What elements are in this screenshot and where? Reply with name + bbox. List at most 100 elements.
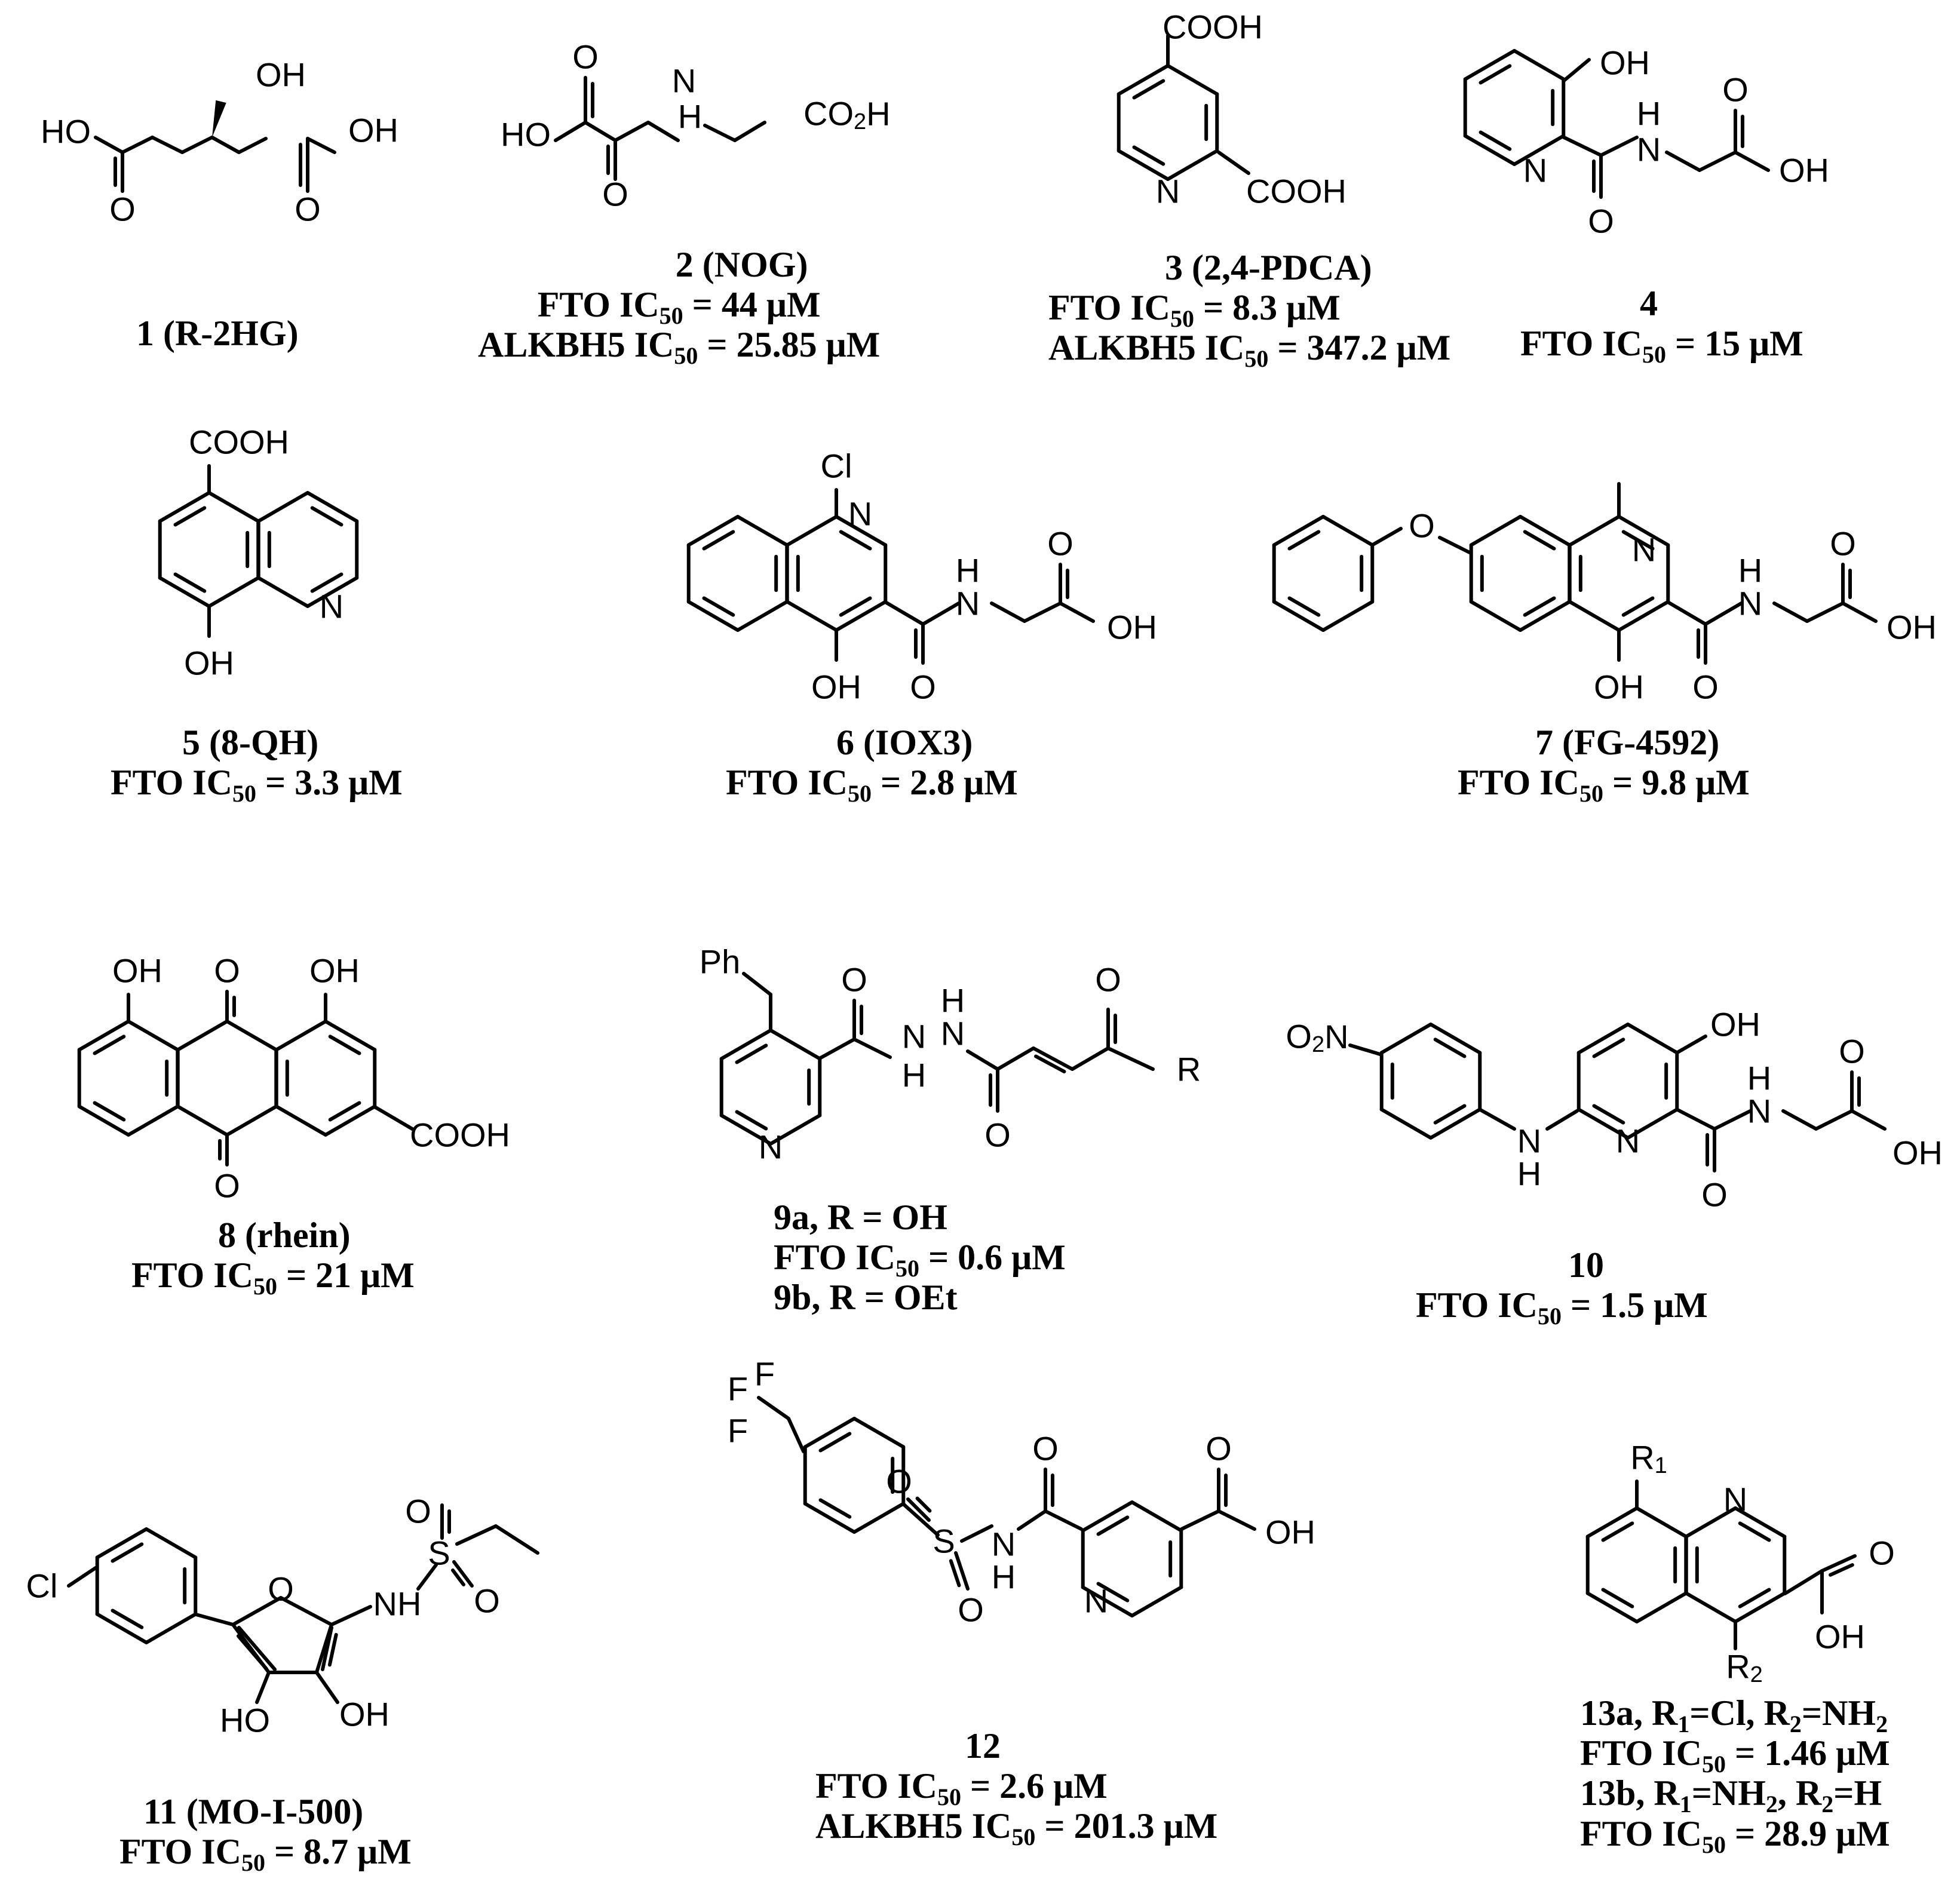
bond <box>1713 1109 1752 1131</box>
atom-label-h: H <box>1747 1060 1771 1097</box>
bond <box>1519 600 1572 632</box>
bond <box>111 1542 144 1563</box>
bond <box>735 1110 768 1131</box>
bond <box>1217 151 1250 175</box>
bond <box>93 1035 126 1055</box>
atom-label-o: O <box>214 952 240 990</box>
bond <box>1576 1023 1630 1055</box>
atom-label-o: O <box>958 1591 984 1629</box>
atom-label-oh: OH <box>1887 609 1937 646</box>
bond <box>884 600 925 626</box>
bond <box>158 491 211 523</box>
caption-compound-7: 7 (FG-4592) FTO IC50 = 9.8 μM <box>1458 723 1750 806</box>
activity-line: FTO IC50 = 3.3 μM <box>111 763 403 808</box>
atom-label-o: O <box>214 1167 240 1205</box>
atom-label-h: H <box>678 98 702 136</box>
bond <box>1562 136 1603 157</box>
bond <box>274 1104 327 1137</box>
bond <box>990 601 1026 623</box>
atom-label-o: O <box>295 191 321 228</box>
bond <box>733 121 766 142</box>
bond <box>1734 1506 1787 1539</box>
atom-label-n: N <box>1637 131 1661 168</box>
bond <box>1469 600 1522 632</box>
bond <box>1034 1054 1066 1074</box>
activity-line: FTO IC50 = 44 μM <box>537 285 821 330</box>
atom-label-o: O <box>1047 525 1073 563</box>
bond <box>719 1113 772 1146</box>
bond <box>176 1104 229 1137</box>
bond <box>703 124 737 142</box>
bond <box>1523 596 1556 617</box>
compound-name-13b: 13b, R1=NH2, R2=H <box>1580 1773 1882 1818</box>
bond <box>207 491 260 523</box>
bond <box>237 1626 277 1671</box>
bond <box>1781 1109 1818 1131</box>
compound-name: 12 <box>965 1726 1001 1766</box>
caption-compound-1: 1 (R-2HG) <box>136 314 299 354</box>
compound-name: 9a, R = OH <box>774 1198 947 1237</box>
bond <box>1585 1506 1639 1539</box>
atom-label-oh: OH <box>1600 44 1650 82</box>
bond <box>1132 145 1165 166</box>
atom-label-co2h: CO2H <box>803 95 891 135</box>
atom-label-o: O <box>109 191 136 228</box>
caption-compound-4: 4 FTO IC50 = 15 μM <box>1520 284 1803 367</box>
bond <box>785 515 838 547</box>
bond <box>207 576 260 608</box>
bond <box>1617 515 1670 547</box>
bond <box>455 1524 498 1546</box>
bond <box>736 515 789 547</box>
bond <box>327 1632 338 1667</box>
bond <box>1321 515 1375 547</box>
bond <box>1617 600 1670 632</box>
caption-compound-8: 8 (rhein) FTO IC50 = 21 μM <box>131 1215 415 1299</box>
bond <box>803 1417 856 1449</box>
compound-name: 3 (2,4-PDCA) <box>1165 248 1372 287</box>
atom-label-h: H <box>956 552 980 590</box>
bond <box>225 1104 278 1137</box>
bond <box>1272 600 1325 632</box>
atom-label-ho: HO <box>41 113 91 151</box>
bond <box>702 530 735 551</box>
compound-name: 8 (rhein) <box>218 1215 351 1255</box>
bond <box>1820 1554 1857 1573</box>
caption-compound-5: 5 (8-QH) FTO IC50 = 3.3 μM <box>111 723 403 808</box>
atom-label-o: O <box>1692 668 1719 706</box>
bond <box>785 600 838 632</box>
bond <box>1568 515 1621 547</box>
bond <box>1379 1023 1433 1055</box>
atom-label-oh: OH <box>184 644 234 682</box>
bond <box>614 121 650 142</box>
bond <box>1166 149 1219 181</box>
bond <box>1433 1037 1467 1058</box>
bond <box>686 600 740 632</box>
bond <box>274 1020 327 1052</box>
caption-compound-12: 12 FTO IC50 = 2.6 μM ALKBH5 IC50 = 201.3… <box>815 1726 1217 1849</box>
bond <box>1166 64 1219 96</box>
bond <box>328 1101 361 1122</box>
bond <box>839 530 872 551</box>
atom-label-n: N <box>848 495 872 533</box>
bond <box>111 1608 144 1629</box>
atom-label-n: N <box>1156 173 1180 210</box>
bond <box>906 1497 931 1522</box>
caption-compound-2: 2 (NOG) FTO IC50 = 44 μM ALKBH5 IC50 = 2… <box>478 245 880 368</box>
bond <box>584 121 617 142</box>
bond <box>787 1417 805 1453</box>
atom-label-n: N <box>1517 1122 1541 1160</box>
bond <box>1635 1506 1688 1539</box>
atom-label-f: F <box>728 1370 748 1408</box>
atom-label-r1: R1 <box>1630 1439 1667 1479</box>
bond <box>803 1502 856 1534</box>
bond <box>736 600 789 632</box>
bond <box>324 1020 377 1052</box>
bond <box>1479 64 1512 85</box>
atom-label-o: O <box>268 1570 294 1608</box>
bond <box>1621 530 1655 551</box>
compound-name: 6 (IOX3) <box>836 723 973 762</box>
bond <box>852 1037 892 1059</box>
bond <box>742 972 772 996</box>
atom-label-n: N <box>1616 1122 1640 1160</box>
atom-label-r: R <box>1177 1051 1201 1088</box>
